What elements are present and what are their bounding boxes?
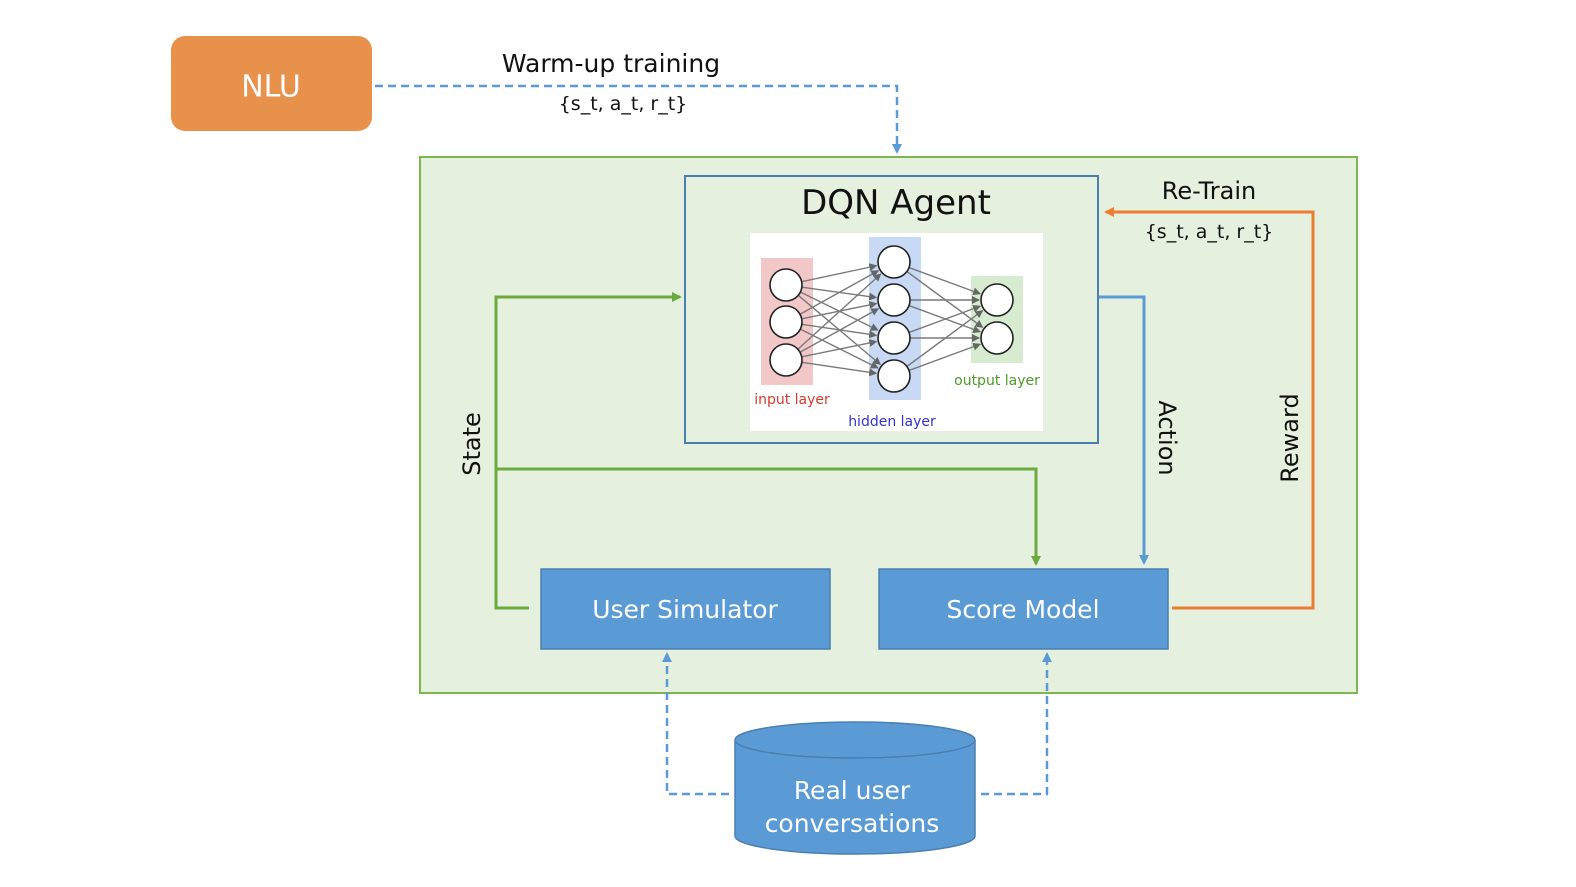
dqn-agent-title: DQN Agent	[801, 183, 991, 223]
real-user-conversations-database: Real user conversations	[734, 721, 976, 855]
warmup-tuple: {s_t, a_t, r_t}	[559, 93, 688, 115]
warmup-label: Warm-up training	[502, 49, 720, 78]
retrain-tuple: {s_t, a_t, r_t}	[1145, 221, 1274, 243]
network-edge	[799, 308, 880, 353]
network-edge	[799, 270, 880, 315]
network-neuron	[980, 321, 1014, 355]
state-arrow-to-score	[496, 467, 1041, 566]
nlu-node: NLU	[171, 36, 372, 131]
network-edge	[908, 266, 982, 296]
score-model-label: Score Model	[946, 595, 1099, 624]
network-neuron	[877, 359, 911, 393]
network-edge	[801, 339, 878, 358]
user-simulator-node: User Simulator	[540, 568, 831, 650]
nlu-label: NLU	[241, 70, 301, 105]
network-nodes	[769, 245, 1014, 393]
network-neuron	[877, 283, 911, 317]
network-edge	[801, 263, 878, 283]
action-label: Action	[1153, 400, 1181, 475]
user-simulator-label: User Simulator	[592, 595, 778, 624]
output-layer-label: output layer	[954, 373, 1040, 389]
database-label-line2: conversations	[765, 809, 940, 838]
network-edge	[906, 310, 984, 368]
network-edge	[797, 273, 882, 350]
action-arrow	[1099, 295, 1149, 565]
neural-network-figure: input layer hidden layer output layer	[750, 233, 1043, 431]
network-edge	[908, 304, 982, 334]
warmup-arrow	[375, 84, 902, 154]
network-edges	[797, 263, 984, 377]
network-neuron	[877, 321, 911, 355]
input-layer-label: input layer	[754, 392, 830, 408]
hidden-layer-label: hidden layer	[848, 414, 936, 430]
state-label: State	[458, 412, 486, 476]
network-neuron	[769, 305, 803, 339]
reward-label: Reward	[1276, 393, 1304, 482]
database-label-line1: Real user	[794, 776, 911, 805]
db-to-user-simulator-arrow	[662, 652, 729, 796]
network-neuron	[980, 283, 1014, 317]
network-neuron	[769, 268, 803, 302]
score-model-node: Score Model	[878, 568, 1169, 650]
network-edge	[801, 361, 878, 377]
network-neuron	[877, 245, 911, 279]
network-neuron	[769, 343, 803, 377]
state-arrow-to-agent	[494, 292, 682, 610]
db-to-score-model-arrow	[981, 652, 1052, 796]
reward-arrow	[1104, 207, 1315, 610]
retrain-label: Re-Train	[1162, 177, 1256, 205]
network-edge	[908, 342, 982, 372]
